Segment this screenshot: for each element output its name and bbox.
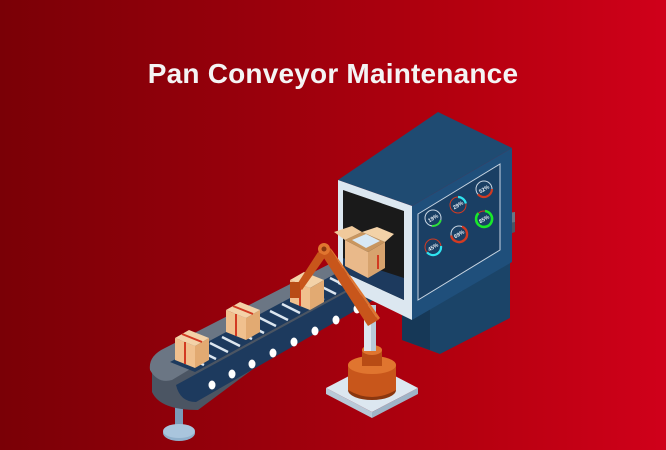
svg-text:19%: 19% [427,213,440,224]
gauge-45: 45% [424,238,443,257]
gauge-85: 85% [474,209,494,229]
robotic-arm [290,243,418,418]
box [226,302,260,340]
svg-text:52%: 52% [478,184,491,195]
svg-text:45%: 45% [427,242,440,253]
box [175,330,209,368]
page-title: Pan Conveyor Maintenance [147,58,519,89]
svg-text:29%: 29% [452,200,465,211]
open-box [334,226,394,278]
gauge-19: 19% [424,209,442,227]
gauge-52: 52% [475,180,494,199]
svg-text:85%: 85% [478,214,491,225]
gauge-panel: 19% 29% 52% 45% 69% 85% [424,180,494,257]
inspection-machine [338,112,512,354]
gauge-29: 29% [449,195,467,214]
gauge-69: 69% [450,225,469,244]
svg-text:69%: 69% [453,229,466,240]
